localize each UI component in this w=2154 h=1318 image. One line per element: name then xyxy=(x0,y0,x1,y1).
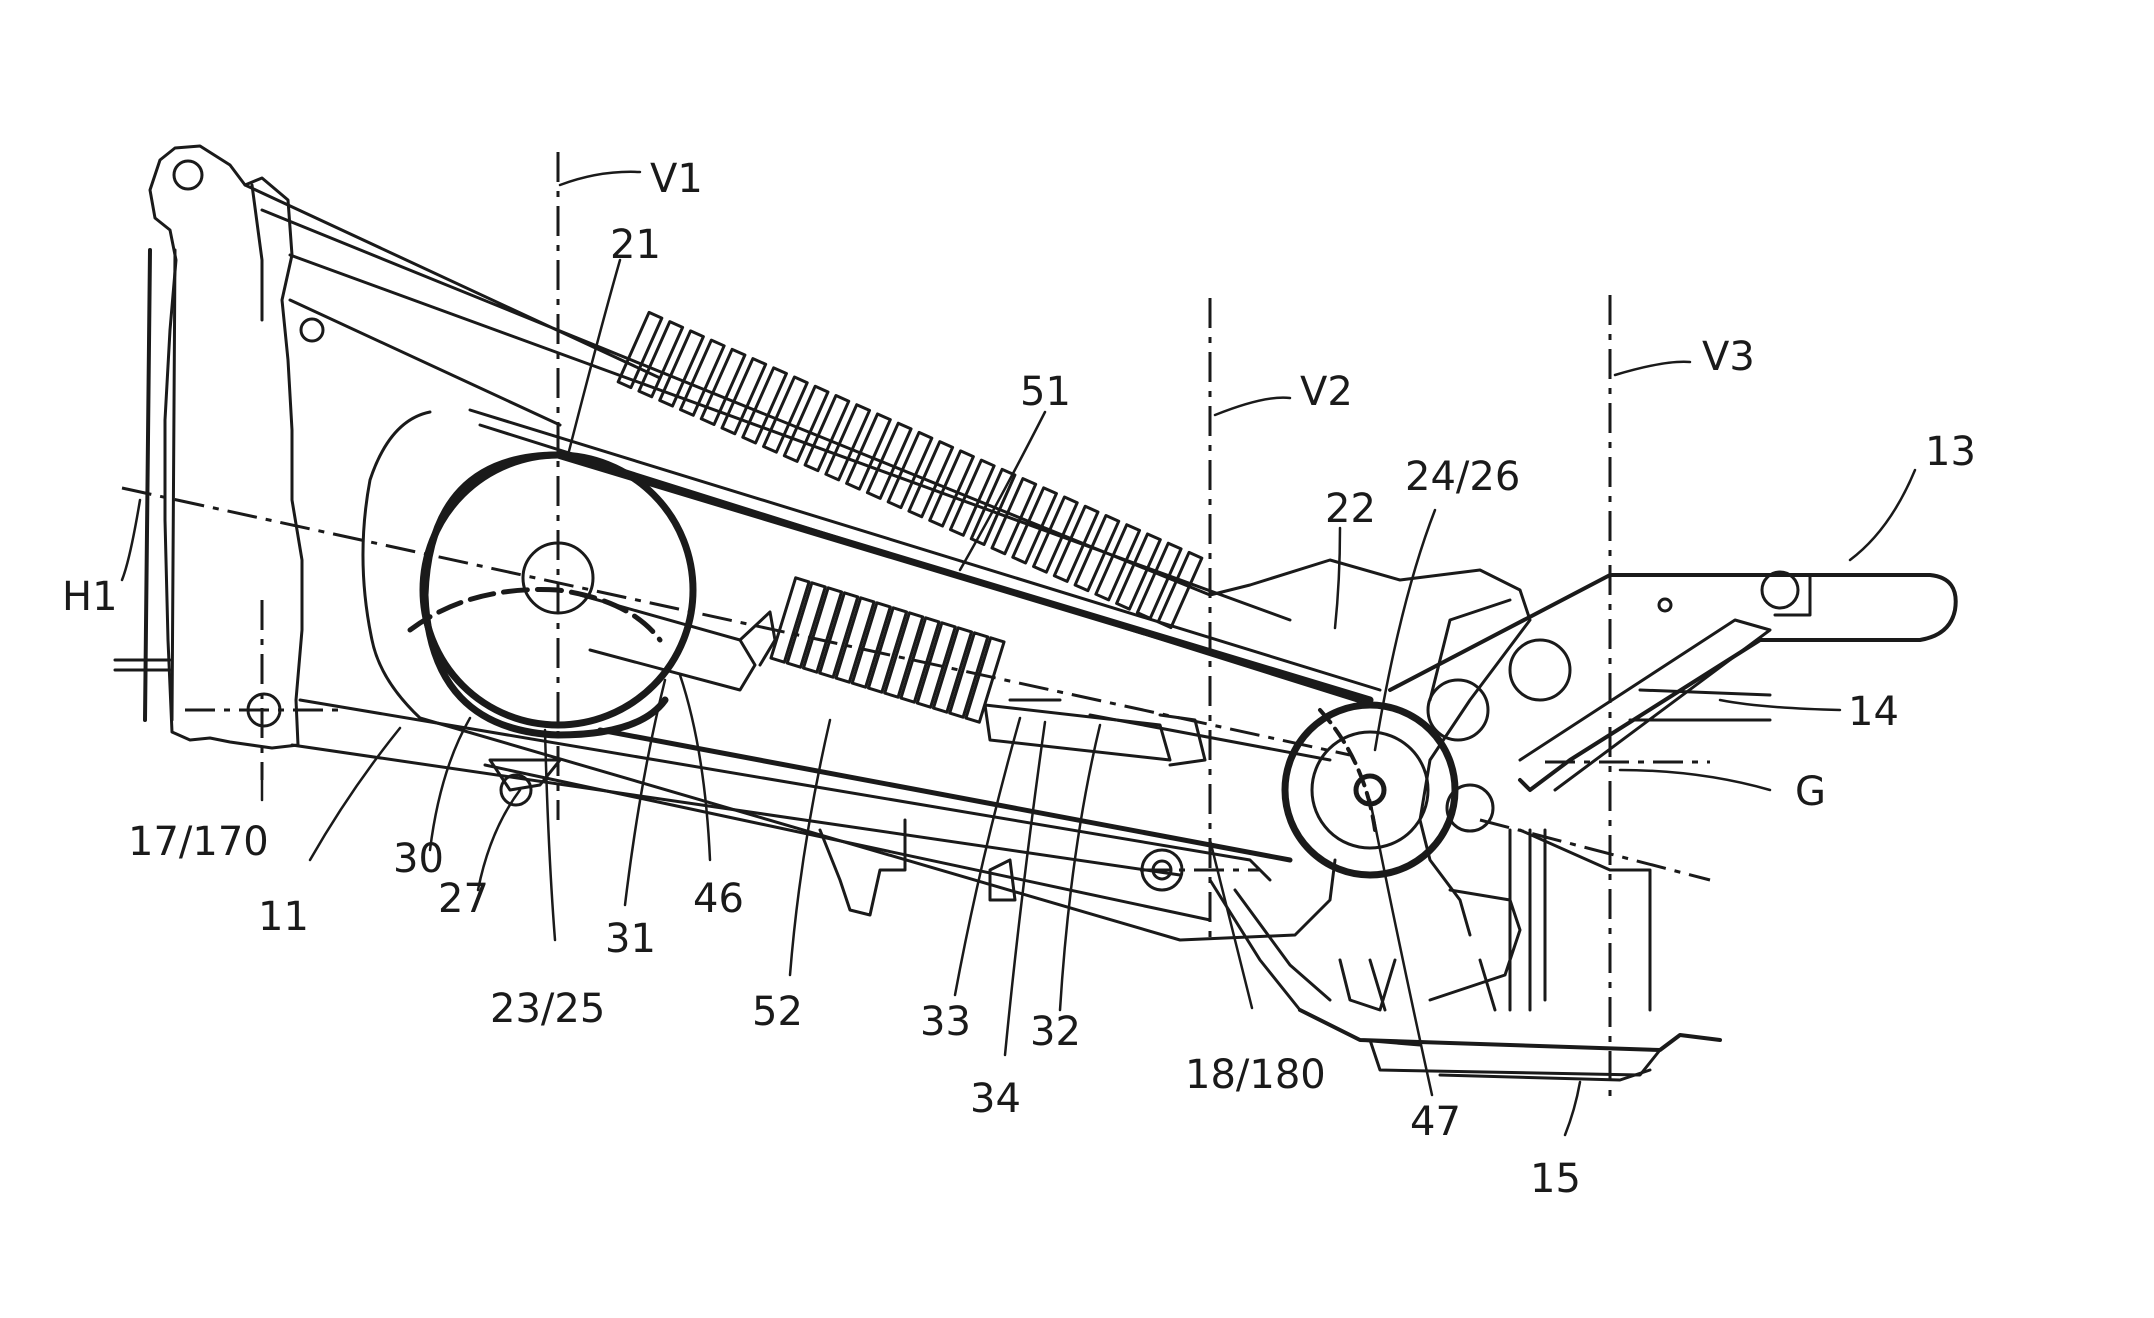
label-32: 32 xyxy=(1030,1009,1081,1055)
label-31: 31 xyxy=(605,916,656,962)
mower-frame xyxy=(115,146,1956,1080)
label-33: 33 xyxy=(920,999,971,1045)
spring-51-coil xyxy=(660,331,704,406)
label-52: 52 xyxy=(752,989,803,1035)
spring-51-coil xyxy=(909,442,953,517)
spring-51-coil xyxy=(867,423,911,498)
label-46: 46 xyxy=(693,876,744,922)
label-27: 27 xyxy=(438,876,489,922)
reference-labels: V1 V2 V3 H1 G 13 14 21 51 22 24/26 17/17… xyxy=(62,156,1976,1202)
label-15: 15 xyxy=(1530,1156,1581,1202)
spring-51 xyxy=(618,312,1202,627)
label-30: 30 xyxy=(393,836,444,882)
label-47: 47 xyxy=(1410,1099,1461,1145)
label-17-170: 17/170 xyxy=(128,819,269,865)
label-g: G xyxy=(1795,769,1826,815)
label-h1: H1 xyxy=(62,574,118,620)
spring-51-coil xyxy=(743,368,787,443)
label-21: 21 xyxy=(610,222,661,268)
cutter-skid xyxy=(1300,1010,1720,1050)
spring-52 xyxy=(771,578,1004,722)
label-24-26: 24/26 xyxy=(1405,454,1520,500)
leader-lines xyxy=(122,172,1915,1135)
spring-51-coil xyxy=(1054,506,1098,581)
axis-g-lower xyxy=(1480,820,1710,880)
label-14: 14 xyxy=(1848,689,1899,735)
label-22: 22 xyxy=(1325,486,1376,532)
label-51: 51 xyxy=(1020,369,1071,415)
upper-link xyxy=(245,185,1290,620)
tail-bracket xyxy=(1390,575,1956,790)
arm-housing xyxy=(363,412,1335,940)
spring-51-coil xyxy=(888,432,932,507)
label-18-180: 18/180 xyxy=(1185,1052,1326,1098)
label-v2: V2 xyxy=(1300,369,1353,415)
reference-axes xyxy=(122,152,1710,1105)
label-11: 11 xyxy=(258,894,309,940)
label-v1: V1 xyxy=(650,156,703,202)
label-v3: V3 xyxy=(1702,334,1755,380)
label-13: 13 xyxy=(1925,429,1976,475)
label-34: 34 xyxy=(970,1076,1021,1122)
label-23-25: 23/25 xyxy=(490,986,605,1032)
spring-51-coil xyxy=(722,359,766,434)
spring-51-coil xyxy=(1075,516,1119,591)
